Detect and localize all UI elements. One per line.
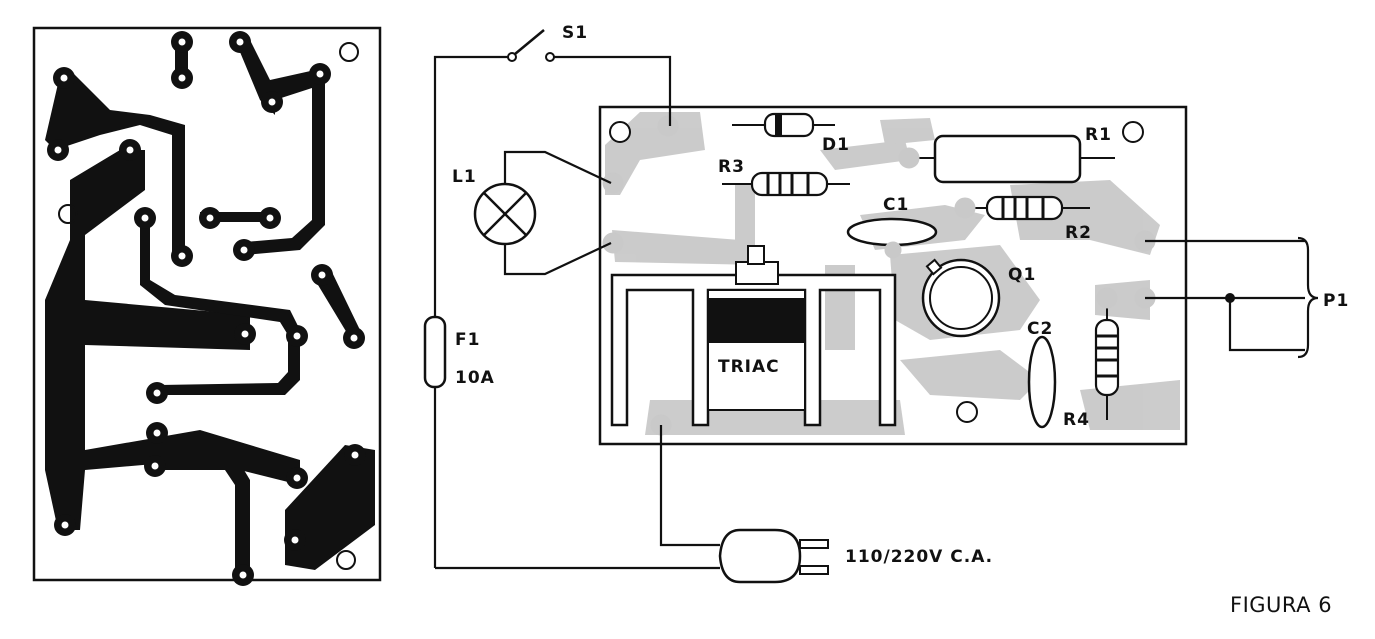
- pcb-pad-holes: [54, 38, 359, 579]
- label-triac: TRIAC: [718, 357, 780, 377]
- external-wiring: [433, 55, 1305, 570]
- label-f1: F1: [455, 330, 480, 350]
- label-r3: R3: [718, 157, 745, 177]
- mains-plug-icon: [718, 528, 829, 584]
- label-r4: R4: [1063, 410, 1090, 430]
- label-p1: P1: [1323, 291, 1349, 311]
- pcb-top-trace: [45, 70, 185, 255]
- p1-junction: [1225, 293, 1235, 303]
- pcb-mounting-holes: [58, 42, 359, 570]
- label-r1: R1: [1085, 125, 1112, 145]
- transistor-q1: [921, 258, 1001, 338]
- pcb-mid-trace-1: [140, 215, 300, 395]
- label-q1: Q1: [1008, 265, 1036, 285]
- resistor-r4: [1094, 300, 1120, 420]
- figure-caption: FIGURA 6: [1230, 593, 1332, 617]
- pcb-low-trace: [150, 455, 250, 575]
- pcb-ground-trace: [45, 150, 300, 530]
- labels: S1 L1 F1 10A D1 R1 R3 C1 R2 Q1 C2 R4 TRI…: [452, 23, 1349, 617]
- diode-d1: [732, 112, 835, 138]
- pcb-copper-layout: [32, 26, 382, 586]
- resistor-r1: [910, 134, 1115, 184]
- label-fuse-rating: 10A: [455, 368, 495, 388]
- p1-brace: [1297, 236, 1319, 359]
- capacitor-c2: [1027, 335, 1057, 429]
- board-mounting-holes: [609, 121, 1144, 423]
- label-r2: R2: [1065, 223, 1092, 243]
- label-c1: C1: [883, 195, 909, 215]
- board-pads: [602, 115, 1156, 436]
- label-mains: 110/220V C.A.: [845, 547, 993, 567]
- capacitor-c1: [846, 217, 938, 247]
- heatsink: [610, 273, 897, 427]
- resistor-r2: [965, 195, 1090, 221]
- pcb-right-trace: [235, 40, 325, 255]
- triac-body: [707, 245, 806, 411]
- pcb-mid-trace-3: [315, 268, 360, 338]
- label-l1: L1: [452, 167, 477, 187]
- resistor-r3: [722, 171, 850, 197]
- label-s1: S1: [562, 23, 588, 43]
- wire-switch-top: [433, 55, 512, 568]
- label-d1: D1: [822, 135, 850, 155]
- component-board: [598, 105, 1188, 446]
- pcb-triac-pad: [285, 445, 375, 570]
- label-c2: C2: [1027, 319, 1053, 339]
- pcb-outline: [32, 26, 382, 582]
- lamp-icon: [473, 182, 537, 246]
- switch-icon: [507, 29, 555, 62]
- fuse-icon: [423, 315, 447, 389]
